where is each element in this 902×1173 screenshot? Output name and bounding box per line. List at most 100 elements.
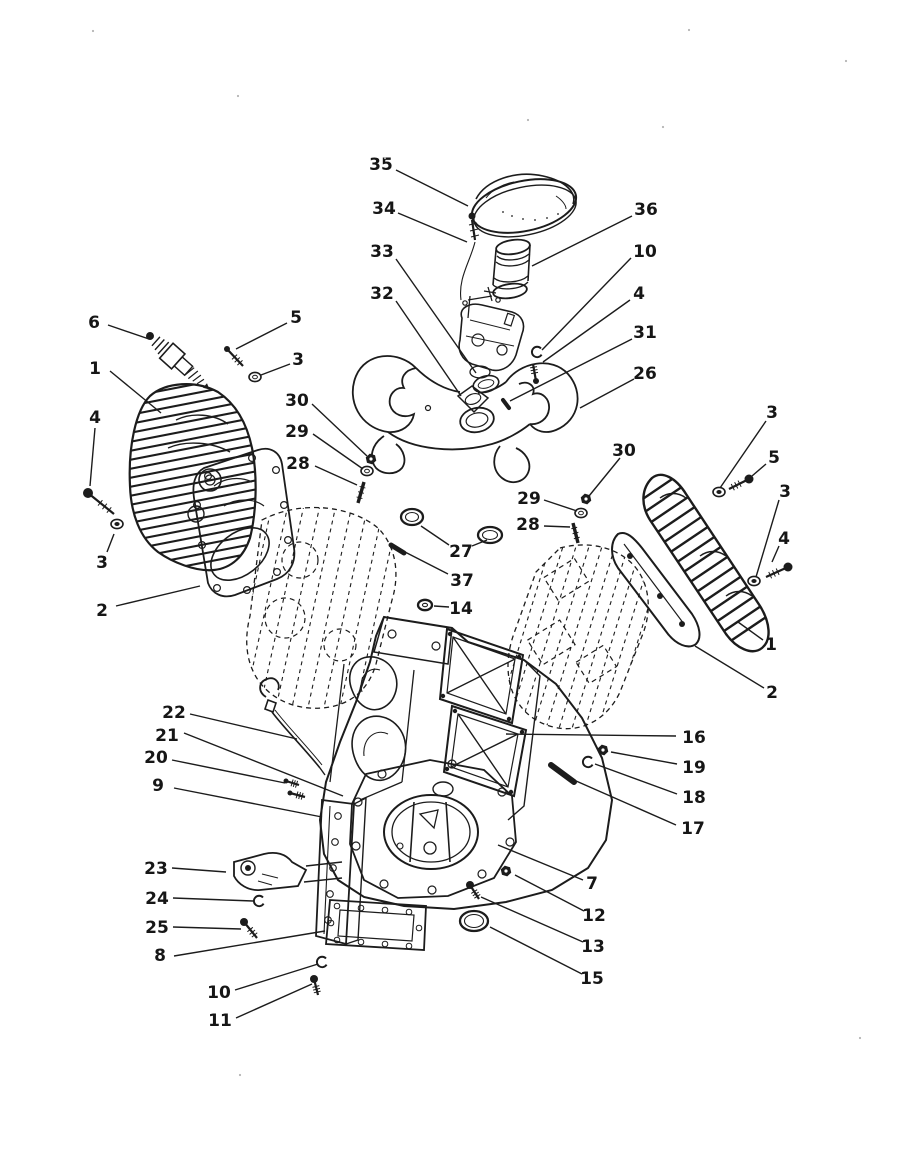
callout-number: 28: [286, 454, 310, 474]
callout-number: 28: [516, 515, 540, 535]
callout-24: 24: [145, 889, 254, 909]
pin-part: [548, 762, 577, 785]
screw-part: [530, 363, 539, 384]
callout-number: 33: [370, 242, 394, 262]
c-clip-part: [315, 955, 328, 969]
callout-21: 21: [155, 726, 344, 797]
callout-number: 2: [766, 683, 778, 703]
cylinder-right-phantom: [507, 544, 649, 730]
nut-part: [580, 493, 592, 505]
air-cleaner-cover: [470, 173, 578, 238]
o-ring-part: [476, 525, 504, 545]
callout-13: 13: [480, 896, 605, 957]
callout-number: 34: [372, 199, 396, 219]
callout-number: 5: [290, 308, 302, 328]
callout-number: 32: [370, 284, 394, 304]
stud-part: [356, 481, 366, 504]
callout-number: 6: [88, 313, 100, 333]
callout-5: 5: [751, 448, 780, 477]
head-gasket-right: [611, 532, 701, 648]
nut-part: [597, 744, 609, 756]
nut-part: [365, 453, 377, 465]
callout-9: 9: [152, 776, 323, 818]
callout-number: 25: [145, 918, 169, 938]
bolt-part: [466, 881, 481, 900]
scan-artifacts: [91, 28, 862, 1077]
callout-number: 10: [633, 242, 657, 262]
stud-part: [571, 522, 580, 544]
callout-number: 19: [682, 758, 706, 778]
nut-part: [500, 865, 512, 877]
callout-number: 8: [154, 946, 166, 966]
callout-number: 3: [779, 482, 791, 502]
pin-part: [388, 542, 407, 556]
callout-number: 29: [285, 422, 309, 442]
oil-pan: [325, 899, 427, 951]
callout-8: 8: [154, 930, 326, 966]
callout-1: 1: [89, 359, 162, 414]
callout-number: 15: [580, 969, 604, 989]
callout-26: 26: [579, 364, 657, 409]
cylinder-head-right: [642, 473, 770, 653]
callout-33: 33: [370, 242, 477, 374]
callout-number: 26: [633, 364, 657, 384]
callout-number: 4: [778, 529, 790, 549]
callout-4: 4: [89, 408, 101, 487]
callout-number: 14: [449, 599, 473, 619]
callout-number: 24: [145, 889, 169, 909]
callout-number: 3: [766, 403, 778, 423]
callout-15: 15: [489, 926, 604, 989]
callout-number: 18: [682, 788, 706, 808]
callout-34: 34: [372, 199, 468, 243]
callout-number: 35: [369, 155, 393, 175]
washer-part: [712, 486, 726, 498]
callout-4: 4: [542, 284, 645, 363]
callout-3: 3: [96, 533, 115, 573]
callout-number: 11: [208, 1011, 232, 1031]
washer-part: [110, 518, 124, 530]
callout-3: 3: [755, 482, 791, 578]
mount-bracket: [233, 851, 343, 891]
callout-3: 3: [260, 350, 304, 376]
callout-number: 23: [144, 859, 168, 879]
callout-number: 3: [292, 350, 304, 370]
carburetor: [456, 286, 525, 414]
callout-number: 12: [582, 906, 606, 926]
o-ring-part: [416, 598, 434, 612]
pin-part: [501, 398, 511, 410]
callout-4: 4: [771, 529, 790, 563]
callout-number: 37: [450, 571, 474, 591]
callout-number: 10: [207, 983, 231, 1003]
callout-10: 10: [207, 963, 319, 1003]
callout-5: 5: [235, 308, 302, 350]
c-clip-part: [581, 755, 594, 769]
bolt-part: [728, 474, 754, 491]
callout-3: 3: [719, 403, 778, 489]
callout-7: 7: [497, 844, 598, 894]
callout-27: 27: [420, 525, 488, 562]
washer-part: [574, 507, 588, 519]
screw-part: [283, 778, 300, 788]
callout-number: 1: [89, 359, 101, 379]
callout-number: 2: [96, 601, 108, 621]
spark-plug: [146, 332, 210, 390]
callout-22: 22: [162, 703, 298, 740]
callout-14: 14: [433, 599, 473, 619]
callout-29: 29: [517, 489, 578, 512]
bolt-part: [310, 975, 321, 996]
callout-number: 4: [89, 408, 101, 428]
bolt-part: [240, 918, 258, 939]
callout-31: 31: [509, 323, 657, 402]
callout-2: 2: [96, 585, 201, 621]
callout-number: 31: [633, 323, 657, 343]
callout-32: 32: [370, 284, 462, 397]
intake-manifold: [351, 355, 579, 484]
callout-28: 28: [516, 515, 571, 535]
callout-number: 20: [144, 748, 168, 768]
callout-17: 17: [566, 776, 705, 839]
cylinder-head-left: [128, 383, 257, 572]
callout-number: 21: [155, 726, 179, 746]
callout-number: 17: [681, 819, 705, 839]
